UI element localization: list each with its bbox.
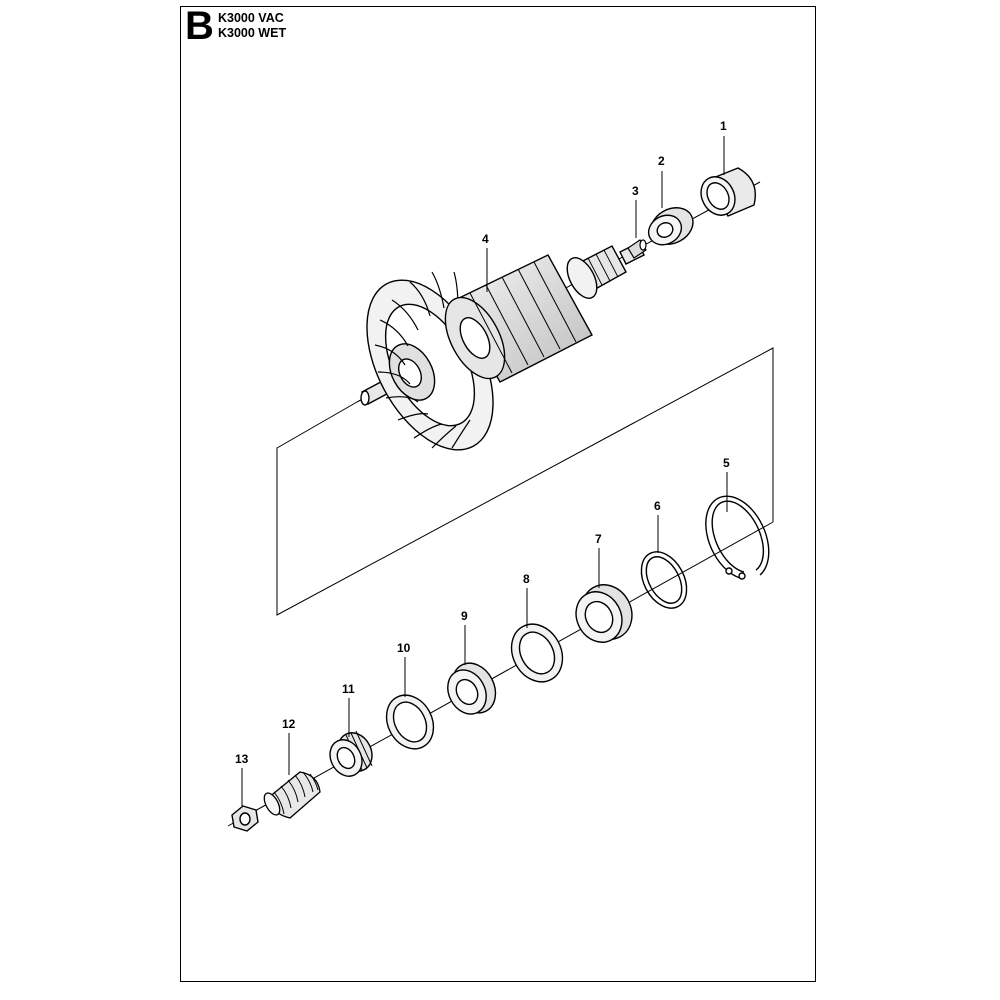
callout-3: 3	[632, 184, 639, 198]
ball-bearing-part-7	[575, 584, 633, 643]
model-label-wet: K3000 WET	[218, 26, 287, 40]
o-ring-part-6	[640, 551, 688, 609]
ball-bearing-part-2	[647, 207, 694, 246]
nut-part-13	[231, 805, 259, 832]
armature-part-4	[360, 242, 645, 451]
assembly-bracket	[276, 347, 774, 616]
model-label-vac: K3000 VAC	[218, 11, 284, 25]
callout-1: 1	[720, 119, 727, 133]
callout-6: 6	[654, 499, 661, 513]
bushing-part-9	[447, 662, 497, 715]
washer-part-8	[510, 623, 564, 683]
circlip-part-5	[705, 495, 770, 580]
callout-7: 7	[595, 532, 602, 546]
callout-4: 4	[482, 232, 489, 246]
diagram-frame	[180, 6, 816, 982]
callout-13: 13	[235, 752, 249, 766]
washer-part-10	[385, 694, 435, 750]
section-letter: B	[185, 4, 214, 48]
callout-2: 2	[658, 154, 665, 168]
key-part-3	[627, 239, 647, 259]
callout-10: 10	[397, 641, 411, 655]
callout-12: 12	[282, 717, 296, 731]
helical-gear-part-12	[263, 771, 321, 819]
callout-9: 9	[461, 609, 468, 623]
threaded-sleeve-part-11	[329, 730, 373, 777]
callout-5: 5	[723, 456, 730, 470]
bearing-cup-part-1	[700, 167, 756, 217]
callout-8: 8	[523, 572, 530, 586]
callout-11: 11	[342, 682, 355, 696]
leader-lines	[241, 136, 728, 806]
